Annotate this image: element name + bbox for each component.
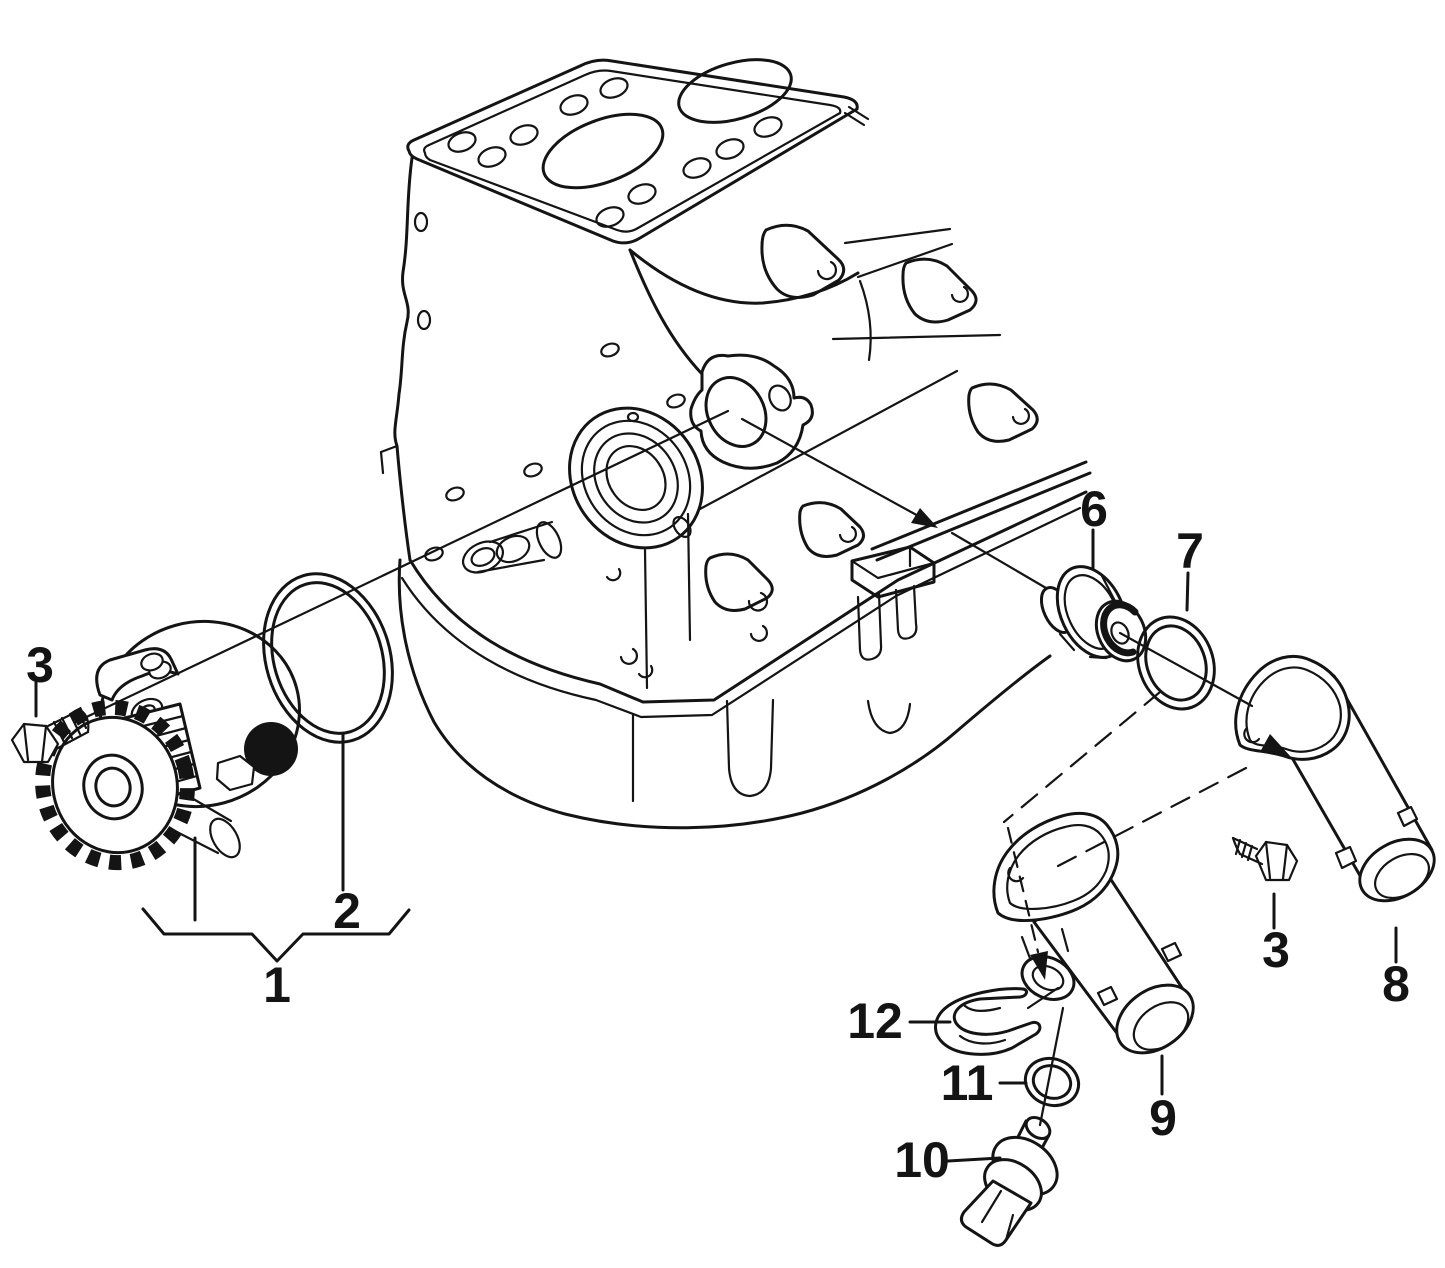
callout-3-front: 3: [26, 637, 54, 693]
leader-to-thermostat: [740, 417, 1048, 590]
cylinder-bore: [677, 58, 793, 124]
shaft-stub: [461, 520, 563, 574]
deck-outer: [406, 58, 859, 245]
deck-inner: [423, 69, 842, 233]
callout-11: 11: [941, 1055, 994, 1111]
cylinder-bore: [541, 112, 665, 190]
callout-9: 9: [1149, 1090, 1177, 1146]
right-horizontal-edge: [831, 333, 1002, 341]
pump-stud: [140, 652, 164, 672]
sensor-boss: [1020, 927, 1076, 1001]
temperature-sensor: [959, 1116, 1059, 1247]
right-edge-double: [843, 227, 954, 279]
callout-10: 10: [894, 1132, 950, 1188]
arrowhead: [1030, 951, 1048, 980]
callout-12: 12: [847, 993, 903, 1049]
face-holes: [424, 342, 768, 679]
pan-arc: [866, 699, 912, 735]
pump-outlet-stub: [173, 754, 256, 859]
step-bracket: [850, 545, 936, 661]
callout-line-10: [946, 1156, 1002, 1163]
pan-channel: [725, 698, 775, 798]
dashed-oring7-to-flange9: [1002, 690, 1162, 824]
arrowhead: [911, 508, 938, 528]
clip-pointer-line: [1026, 986, 1060, 1010]
callout-labels: 3 2 1 6 7 3 8 9 12 11 10: [26, 481, 1410, 1188]
bolt-rear: [1231, 836, 1299, 882]
callout-3-rear: 3: [1262, 922, 1290, 978]
callout-2: 2: [333, 883, 361, 939]
callout-1: 1: [263, 957, 291, 1013]
leader-lines: [34, 409, 1398, 1163]
oil-pan: [397, 558, 1052, 830]
deck-corner-ticks: [843, 105, 870, 127]
seal-dot: [244, 722, 298, 776]
callout-line-7: [1185, 571, 1190, 612]
pump-sprocket: [35, 699, 195, 871]
block-step: [379, 444, 399, 475]
callout-8: 8: [1382, 956, 1410, 1012]
coolant-pump: [35, 619, 301, 871]
port-ribs-vertical: [643, 512, 692, 690]
deck-holes: [413, 77, 783, 331]
o-ring-thermostat: [1136, 615, 1216, 711]
mount-boss: [689, 353, 814, 470]
pump-port: [568, 406, 704, 550]
flange8-plate: [1234, 655, 1351, 761]
pan-rim-outer: [408, 490, 1088, 704]
thermostat: [1039, 565, 1148, 663]
retaining-clip: [934, 987, 1042, 1056]
coolant-flange-lower: [992, 811, 1195, 1055]
dashed-flange9-to-flange8: [1056, 766, 1248, 868]
dashed-into-boss: [1006, 826, 1040, 954]
right-contour: [858, 279, 872, 362]
face-diagonal-edge: [698, 369, 959, 511]
bolt-front: [10, 708, 90, 764]
engine-block: [379, 58, 1092, 830]
callout-bracket-1: [141, 907, 411, 963]
block-left-edge: [393, 156, 414, 562]
bolt-axis-line: [74, 409, 730, 724]
arrowhead: [1260, 734, 1291, 757]
callout-7: 7: [1176, 523, 1204, 579]
bottom-right-edge: [870, 460, 1092, 562]
thermostat-axis-line: [1118, 631, 1254, 708]
face-top-edge: [628, 248, 860, 305]
sensor-axis-line: [1038, 1006, 1065, 1127]
pan-rim-inner: [400, 506, 1082, 719]
callout-6: 6: [1080, 481, 1108, 537]
coolant-flange-upper: [1234, 655, 1436, 903]
face-edge: [628, 248, 704, 376]
o-ring-pump: [262, 572, 394, 744]
